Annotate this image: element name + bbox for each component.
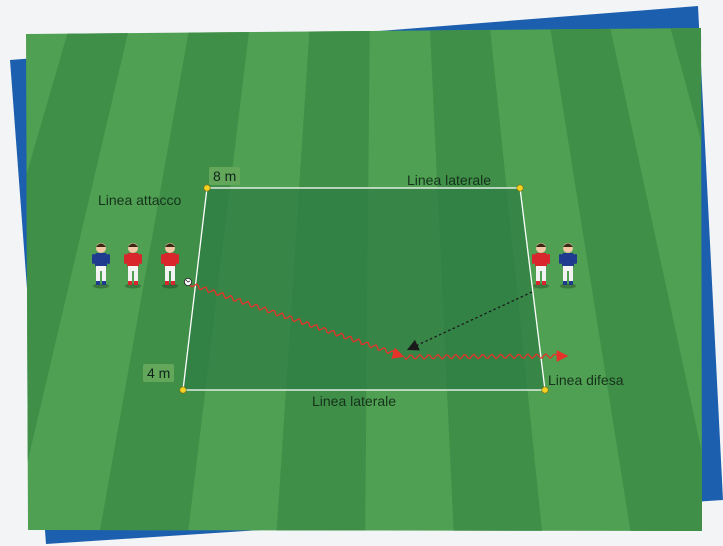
cone-top-right (517, 185, 523, 191)
defense-line-label: Linea difesa (548, 372, 624, 388)
width-measure-label: 8 m (209, 167, 240, 185)
side-line-top-label: Linea laterale (407, 172, 491, 188)
attack-line-label: Linea attacco (98, 192, 181, 208)
playing-zone (183, 188, 545, 390)
side-line-bottom-label: Linea laterale (312, 393, 396, 409)
ball-icon (184, 278, 191, 285)
cone-top-left (204, 185, 210, 191)
cone-bottom-left (180, 387, 186, 393)
depth-measure-label: 4 m (143, 364, 174, 382)
